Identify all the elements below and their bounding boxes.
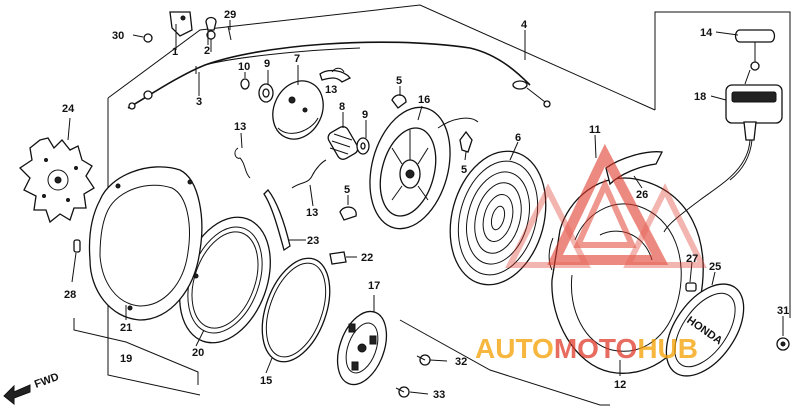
watermark: AUTOMOTOHUB <box>475 143 707 364</box>
cable-bracket <box>143 11 232 52</box>
callout-33: 33 <box>433 389 445 401</box>
bolt-31 <box>776 337 790 351</box>
callout-29: 29 <box>224 9 236 21</box>
recoil-spring <box>449 150 547 286</box>
callout-24: 24 <box>62 103 75 115</box>
callout-22: 22 <box>361 252 373 264</box>
callout-15: 15 <box>260 375 272 387</box>
callout-16: 16 <box>418 94 430 106</box>
watermark-auto: AUTO <box>475 333 554 364</box>
callout-20: 20 <box>192 347 204 359</box>
callout-1: 1 <box>172 46 178 58</box>
watermark-hub: HUB <box>637 333 698 364</box>
cooling-fan <box>18 137 95 224</box>
dowel-28 <box>73 239 81 253</box>
callout-5a: 5 <box>396 75 402 87</box>
callout-32a: 32 <box>455 356 467 368</box>
small-springs <box>234 67 345 189</box>
svg-text:AUTOMOTOHUB: AUTOMOTOHUB <box>475 333 698 364</box>
emblem-plate: HONDA <box>665 282 745 377</box>
clip-22 <box>329 251 347 265</box>
fwd-arrow: FWD <box>3 371 61 406</box>
gasket-21 <box>88 166 203 321</box>
spring-and-washers <box>240 78 370 160</box>
watermark-moto: MOTO <box>554 333 637 364</box>
callout-10: 10 <box>238 61 250 73</box>
ring-15 <box>261 257 331 363</box>
callout-3: 3 <box>196 96 202 108</box>
callout-12: 12 <box>614 379 626 391</box>
callout-25: 25 <box>709 261 721 273</box>
bracket-23 <box>263 189 291 252</box>
callout-7: 7 <box>294 53 300 65</box>
bolts-32-33 <box>395 354 431 398</box>
callout-26: 26 <box>636 189 648 201</box>
callout-numbers: 1 2 29 30 3 4 7 8 9 9 10 13 13 13 5 5 5 … <box>62 9 789 401</box>
callout-14: 14 <box>700 27 713 39</box>
callout-6: 6 <box>515 132 521 144</box>
callout-2: 2 <box>204 45 210 57</box>
callout-31: 31 <box>777 305 789 317</box>
callout-28: 28 <box>64 289 76 301</box>
callout-5c: 5 <box>344 184 350 196</box>
reel-pulley <box>369 106 479 230</box>
callout-18: 18 <box>694 91 706 103</box>
callout-17: 17 <box>368 280 380 292</box>
callout-4: 4 <box>521 19 528 31</box>
leader-lines <box>67 20 784 395</box>
callout-23: 23 <box>307 235 319 247</box>
callout-8: 8 <box>339 101 345 113</box>
callout-13b: 13 <box>234 121 246 133</box>
fwd-label: FWD <box>33 371 61 391</box>
callout-21: 21 <box>120 322 132 334</box>
watermark-triangle <box>547 143 669 265</box>
callout-13a: 13 <box>325 84 337 96</box>
starter-pulley <box>336 310 388 386</box>
callout-27: 27 <box>686 253 698 265</box>
callout-19: 19 <box>120 353 132 365</box>
pawls <box>339 94 473 221</box>
callout-9b: 9 <box>362 109 368 121</box>
callout-11: 11 <box>589 124 601 136</box>
starter-handle <box>663 29 783 233</box>
callout-13c: 13 <box>306 207 318 219</box>
callout-30: 30 <box>112 30 124 42</box>
starter-cable <box>127 41 551 110</box>
callout-9a: 9 <box>264 58 270 70</box>
ratchet-plate <box>272 69 351 140</box>
callout-5b: 5 <box>461 164 467 176</box>
